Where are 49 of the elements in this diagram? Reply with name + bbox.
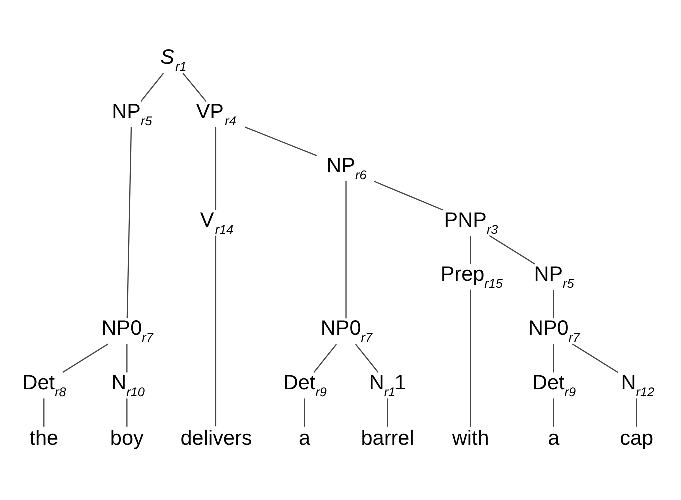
node-text: N$_{r10}$ xyxy=(112,371,145,400)
node-text: Prep$_{r15}$ xyxy=(440,263,503,292)
node-text: Det$_{r9}$ xyxy=(283,371,327,400)
connector xyxy=(346,181,347,319)
connector xyxy=(140,73,164,102)
connector xyxy=(553,290,554,319)
connector xyxy=(553,344,554,373)
node-text: VP$_{r4}$ xyxy=(196,100,236,128)
node-text: PNP$_{r3}$ xyxy=(444,208,498,237)
node-text: S$_{r1}$ xyxy=(160,46,187,74)
node-text: the xyxy=(30,426,59,450)
connector xyxy=(182,73,207,102)
connector xyxy=(572,344,618,374)
node-text: barrel xyxy=(361,426,414,450)
node-text: NP$_{r5}$ xyxy=(534,263,574,292)
connector xyxy=(355,344,379,374)
connector xyxy=(553,398,554,427)
node-text: N$_{r1}$1 xyxy=(369,371,406,400)
node-text: Det$_{r9}$ xyxy=(532,371,576,400)
node-text: with xyxy=(452,426,490,450)
connector xyxy=(489,235,536,265)
connector xyxy=(126,398,128,427)
node-text: NP0$_{r7}$ xyxy=(528,317,580,346)
connector xyxy=(44,398,45,427)
connector xyxy=(126,127,132,318)
node-text: Det$_{r8}$ xyxy=(22,371,66,400)
node-text: NP$_{r5}$ xyxy=(112,100,152,128)
connector xyxy=(387,398,388,427)
node-text: a xyxy=(548,426,560,450)
connector xyxy=(470,290,472,427)
node-text: N$_{r12}$ xyxy=(621,371,655,400)
connector xyxy=(215,236,217,427)
connector xyxy=(126,344,128,373)
node-text: NP$_{r6}$ xyxy=(326,154,367,183)
connector xyxy=(636,398,638,427)
node-text: a xyxy=(298,426,311,450)
node-text: NP0$_{r7}$ xyxy=(102,317,154,346)
connector xyxy=(215,127,217,210)
node-text: cap xyxy=(620,426,654,450)
connector xyxy=(314,344,338,374)
connector xyxy=(470,236,472,264)
connector xyxy=(244,126,318,156)
node-text: V$_{r14}$ xyxy=(200,208,234,237)
node-text: delivers xyxy=(180,426,252,450)
connector xyxy=(62,344,109,374)
node-text: NP0$_{r7}$ xyxy=(320,317,373,346)
connector xyxy=(304,398,306,427)
node-text: boy xyxy=(110,426,144,450)
connector xyxy=(374,180,444,211)
